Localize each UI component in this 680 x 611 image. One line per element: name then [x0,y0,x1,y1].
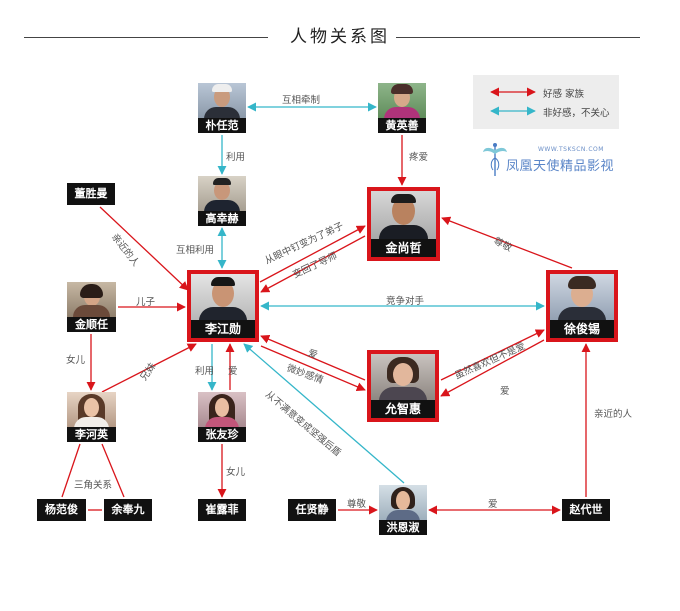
name-jinsr: 金顺任 [67,317,116,332]
link-hong-li [243,343,405,484]
link-lihy-li [101,343,197,393]
node-xu: 徐俊锡 [546,270,618,342]
portrait-zhang [198,392,246,427]
link-xu-yun [440,339,545,397]
label-hong-zhao: 爱 [488,499,498,510]
node-cui: 崔露菲 [198,499,246,521]
phoenix-logo-icon [483,143,507,176]
label-li-xu: 竞争对手 [386,296,425,307]
label-jinsr-lihy: 女儿 [66,355,86,366]
node-hong: 洪恩淑 [379,485,427,535]
portrait-lihy [67,392,116,427]
node-yu: 余奉九 [104,499,152,521]
name-yun: 允智惠 [371,400,435,418]
node-jinsz: 金尚哲 [367,187,440,261]
node-zhang: 张友珍 [198,392,246,442]
title-rule-left [24,37,268,38]
logo-text: 凤凰天使精品影视 [506,159,615,174]
label-li-zhang: 利用 [195,366,215,377]
portrait-jinsz [371,191,436,239]
name-xu: 徐俊锡 [550,320,614,338]
label-park-gao: 利用 [226,152,246,163]
node-ren: 任贤静 [288,499,336,521]
name-li: 李江勋 [191,320,255,338]
link-dong-li [99,206,189,291]
name-gao: 高幸赫 [198,211,246,226]
node-li: 李江勋 [187,270,259,342]
node-huang: 黄英善 [378,83,426,133]
label-zhao-xu: 亲近的人 [594,409,633,420]
legend: 好感 家族 非好感，不关心 [473,75,619,129]
link-jinsz-li [260,235,366,293]
link-li-yun [260,345,366,391]
title-rule-right [396,37,640,38]
name-hong: 洪恩淑 [379,520,427,535]
label-jinsr-li: 儿子 [136,297,156,308]
node-yang: 杨范俊 [37,499,86,521]
logo-url: WWW.TSKSCN.COM [538,146,604,153]
link-yun-xu [440,329,545,381]
portrait-huang [378,83,426,119]
name-park: 朴任范 [198,118,246,133]
legend-red-label: 好感 家族 [543,89,585,100]
label-park-huang: 互相牵制 [282,95,321,106]
link-yun-li [260,335,366,381]
portrait-hong [379,485,427,520]
label-xu-yun: 爱 [500,386,510,397]
node-park: 朴任范 [198,83,246,133]
portrait-yun [371,354,435,400]
link-xu-jinsz [441,216,573,269]
diagram-title: 人物关系图 [290,27,390,47]
label-triangle: 三角关系 [74,480,113,491]
portrait-li [191,274,255,320]
name-lihy: 李河英 [67,427,116,442]
node-zhao: 赵代世 [562,499,610,521]
label-huang-jinsz: 疼爱 [409,152,429,163]
node-lihy: 李河英 [67,392,116,442]
portrait-park [198,83,246,119]
node-jinsr: 金顺任 [67,282,116,332]
name-huang: 黄英善 [378,118,426,133]
label-zhang-li: 爱 [228,366,238,377]
portrait-jinsr [67,282,116,317]
node-gao: 高幸赫 [198,176,246,226]
link-li-jinsz [259,225,366,283]
node-yun: 允智惠 [367,350,439,422]
site-logo: WWW.TSKSCN.COM 凤凰天使精品影视 [482,140,615,180]
link-lihy-yang [61,443,81,498]
name-zhang: 张友珍 [198,427,246,442]
name-jinsz: 金尚哲 [371,239,436,257]
node-dong: 董胜曼 [67,183,115,205]
label-zhang-cui: 女儿 [226,467,246,478]
label-ren-hong: 尊敬 [347,499,367,510]
portrait-gao [198,176,246,212]
label-gao-li: 互相利用 [176,245,215,256]
portrait-xu [550,274,614,320]
legend-blue-label: 非好感，不关心 [543,108,610,119]
link-lihy-yu [101,443,125,498]
legend-swatches [490,87,536,116]
